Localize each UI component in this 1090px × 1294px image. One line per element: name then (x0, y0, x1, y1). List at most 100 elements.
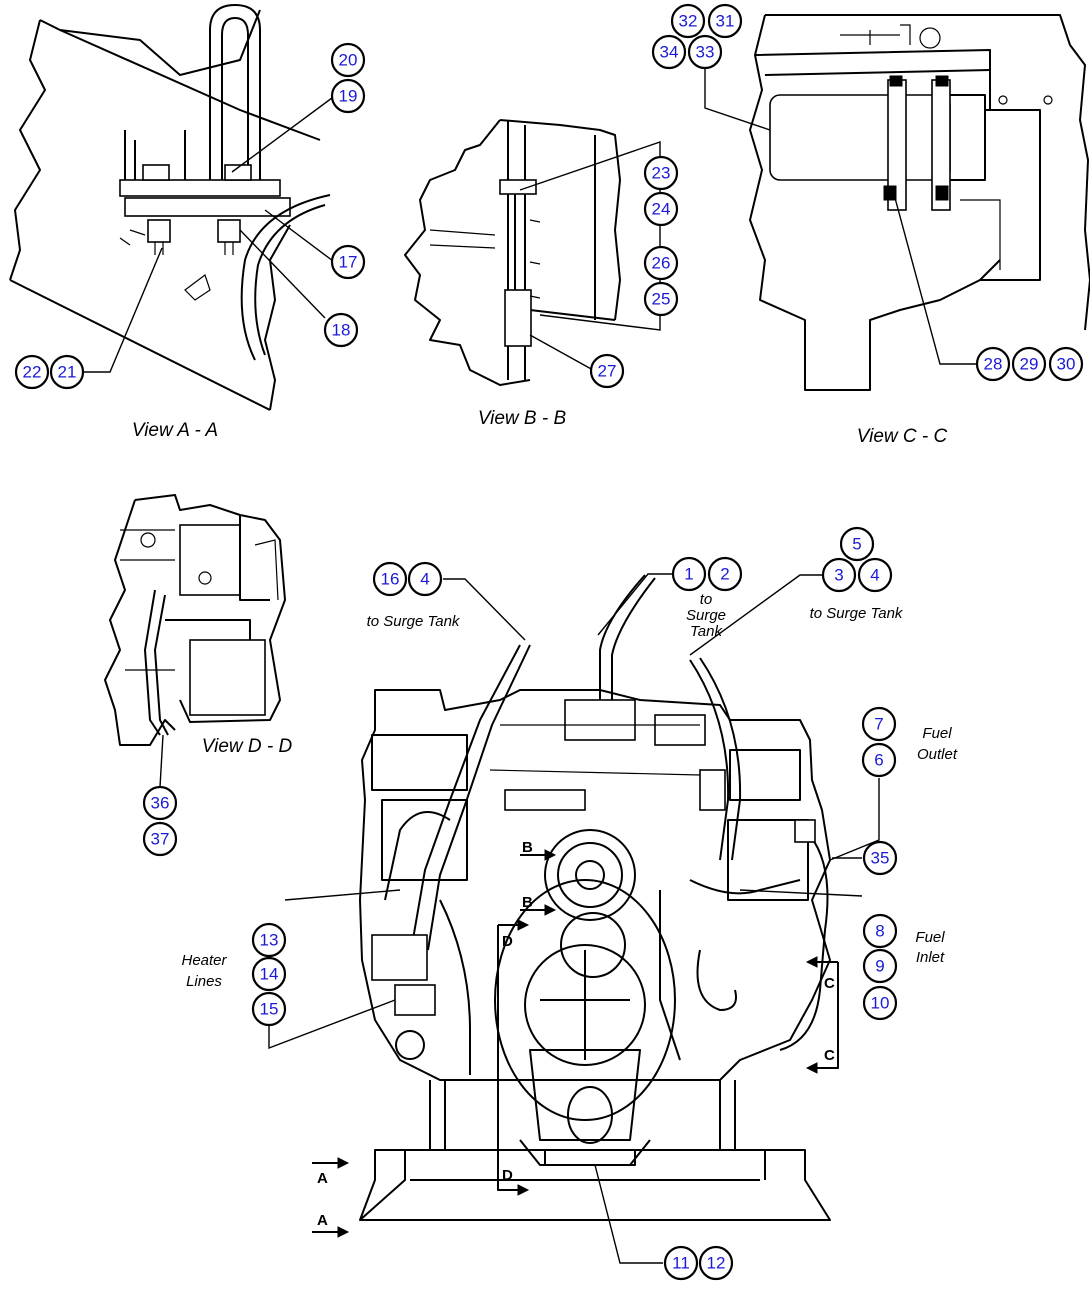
callout-4-left-number: 4 (420, 570, 429, 589)
callout-balloons: 20 19 17 18 22 21 23 24 26 25 27 32 31 3… (14, 3, 1084, 1281)
callout-20-number: 20 (339, 51, 358, 70)
view-b-b-title: View B - B (478, 408, 567, 429)
callout-4-left[interactable]: 4 (407, 561, 443, 597)
callout-37[interactable]: 37 (142, 821, 178, 857)
fuel-inlet-label-2: Inlet (916, 949, 945, 966)
view-b-b-drawing (404, 119, 621, 386)
callout-36[interactable]: 36 (142, 785, 178, 821)
callout-14[interactable]: 14 (251, 956, 287, 992)
callout-16[interactable]: 16 (372, 561, 408, 597)
callout-3-number: 3 (834, 566, 843, 585)
main-engine-drawing (312, 574, 839, 1238)
callout-9[interactable]: 9 (862, 948, 898, 984)
callout-15-number: 15 (260, 1000, 279, 1019)
callout-17[interactable]: 17 (330, 244, 366, 280)
callout-18[interactable]: 18 (323, 312, 359, 348)
callout-1[interactable]: 1 (671, 556, 707, 592)
callout-32-number: 32 (679, 12, 698, 31)
callout-25-number: 25 (652, 290, 671, 309)
callout-16-number: 16 (381, 570, 400, 589)
section-letter-b-1: B (522, 839, 533, 856)
heater-lines-label-1: Heater (181, 952, 227, 969)
callout-11[interactable]: 11 (663, 1245, 699, 1281)
callout-15[interactable]: 15 (251, 991, 287, 1027)
callout-22[interactable]: 22 (14, 354, 50, 390)
callout-4-right[interactable]: 4 (857, 557, 893, 593)
callout-21-number: 21 (58, 363, 77, 382)
to-surge-tank-left-label: to Surge Tank (367, 613, 461, 630)
callout-34[interactable]: 34 (651, 34, 687, 70)
callout-28[interactable]: 28 (975, 346, 1011, 382)
section-letter-c-2: C (824, 1047, 835, 1064)
callout-19-number: 19 (339, 87, 358, 106)
callout-7[interactable]: 7 (861, 706, 897, 742)
callout-13-number: 13 (260, 931, 279, 950)
callout-5[interactable]: 5 (839, 526, 875, 562)
view-d-d-drawing (104, 494, 286, 746)
section-letter-d-2: D (502, 1167, 513, 1184)
callout-24[interactable]: 24 (643, 191, 679, 227)
callout-19[interactable]: 19 (330, 78, 366, 114)
callout-34-number: 34 (660, 43, 679, 62)
callout-26-number: 26 (652, 254, 671, 273)
callout-26[interactable]: 26 (643, 245, 679, 281)
callout-10-number: 10 (871, 994, 890, 1013)
callout-29[interactable]: 29 (1011, 346, 1047, 382)
view-a-a-title: View A - A (132, 420, 218, 441)
callout-21[interactable]: 21 (49, 354, 85, 390)
callout-1-number: 1 (684, 565, 693, 584)
callout-31-number: 31 (716, 12, 735, 31)
callout-3[interactable]: 3 (821, 557, 857, 593)
callout-11-number: 11 (672, 1254, 690, 1273)
callout-30-number: 30 (1057, 355, 1076, 374)
callout-2-number: 2 (720, 565, 729, 584)
section-letter-d-1: D (502, 933, 513, 950)
callout-30[interactable]: 30 (1048, 346, 1084, 382)
callout-28-number: 28 (984, 355, 1003, 374)
callout-37-number: 37 (151, 830, 170, 849)
to-surge-tank-right-label: to Surge Tank (810, 605, 904, 622)
callout-10[interactable]: 10 (862, 985, 898, 1021)
callout-4-right-number: 4 (870, 566, 879, 585)
section-letter-c-1: C (824, 975, 835, 992)
callout-35-number: 35 (871, 849, 890, 868)
callout-27-number: 27 (598, 362, 617, 381)
callout-7-number: 7 (874, 715, 883, 734)
section-letter-b-2: B (522, 894, 533, 911)
callout-23[interactable]: 23 (643, 155, 679, 191)
callout-17-number: 17 (339, 253, 358, 272)
callout-23-number: 23 (652, 164, 671, 183)
view-c-c-title: View C - C (857, 426, 948, 447)
callout-24-number: 24 (652, 200, 671, 219)
callout-32[interactable]: 32 (670, 3, 706, 39)
callout-22-number: 22 (23, 363, 42, 382)
view-c-c-drawing (749, 14, 1090, 391)
callout-12-number: 12 (707, 1254, 726, 1273)
callout-33[interactable]: 33 (687, 34, 723, 70)
heater-lines-label-2: Lines (186, 973, 222, 990)
callout-14-number: 14 (260, 965, 279, 984)
callout-8[interactable]: 8 (862, 913, 898, 949)
callout-2[interactable]: 2 (707, 556, 743, 592)
to-surge-tank-mid-label-1: to (700, 591, 713, 608)
section-letter-a-1: A (317, 1170, 328, 1187)
callout-6[interactable]: 6 (861, 742, 897, 778)
callout-12[interactable]: 12 (698, 1245, 734, 1281)
section-letter-a-2: A (317, 1212, 328, 1229)
view-a-a-drawing (9, 4, 331, 411)
view-d-d-title: View D - D (202, 736, 293, 757)
callout-18-number: 18 (332, 321, 351, 340)
callout-27[interactable]: 27 (589, 353, 625, 389)
fuel-outlet-label-1: Fuel (922, 725, 952, 742)
callout-36-number: 36 (151, 794, 170, 813)
callout-6-number: 6 (874, 751, 883, 770)
callout-35[interactable]: 35 (862, 840, 898, 876)
callout-20[interactable]: 20 (330, 42, 366, 78)
callout-31[interactable]: 31 (707, 3, 743, 39)
callout-25[interactable]: 25 (643, 281, 679, 317)
fuel-outlet-label-2: Outlet (917, 746, 958, 763)
to-surge-tank-mid-label-2: Surge (686, 607, 726, 624)
callout-29-number: 29 (1020, 355, 1039, 374)
callout-13[interactable]: 13 (251, 922, 287, 958)
